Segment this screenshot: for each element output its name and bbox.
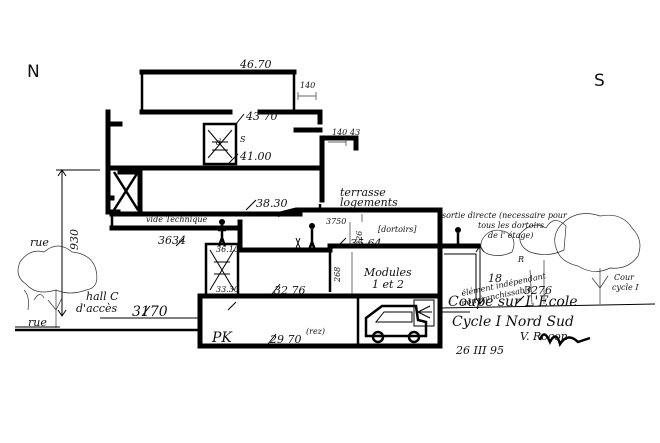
- ground-line: [15, 303, 656, 332]
- logements-label: logements: [340, 196, 398, 209]
- dortoirs-label: [dortoirs]: [378, 225, 417, 234]
- dim-3610-label: 36.10: [216, 245, 239, 254]
- rue-left-label: rue: [30, 236, 49, 249]
- dim-3750-label: 3750: [326, 217, 346, 226]
- dim-140b-label: 140: [332, 128, 347, 137]
- height-930-label: 930: [68, 229, 81, 250]
- dim-268-label: 268: [333, 267, 342, 283]
- sortie-label-1: sortie directe (necessaire pour: [442, 211, 568, 220]
- level-4370-label: 43 70: [245, 110, 278, 123]
- person-figure-icon: [217, 219, 461, 251]
- car-icon: [364, 304, 428, 344]
- level-arrow-icons: [141, 113, 525, 345]
- hall-label-2: d'accès: [76, 302, 117, 315]
- level-3276-label: 32 76: [274, 284, 306, 297]
- drawing-title-1: Coupe sur L'École: [448, 292, 578, 310]
- signature-mark: [538, 333, 591, 347]
- cour-label-2: cycle I: [612, 283, 639, 292]
- dim-226-label: 226: [355, 231, 364, 247]
- modules-label-2: 1 et 2: [372, 278, 404, 291]
- level-4100-label: 41.00: [239, 150, 272, 163]
- south-label: S: [594, 71, 605, 91]
- top-dimension-ticks: [297, 92, 363, 294]
- pk-label: PK: [211, 330, 233, 346]
- sortie-label-2: tous les dortoirs: [478, 221, 544, 230]
- terrasse-label: terrasse: [340, 186, 386, 199]
- rue-bottom-label: rue: [28, 316, 47, 329]
- dim-43-label: 43: [349, 128, 360, 137]
- height-18-label: 18: [488, 272, 502, 285]
- bushes-right-icon: [480, 220, 567, 305]
- signature-label: V. Rocon: [520, 330, 568, 343]
- level-3634-label: 3634: [158, 234, 186, 247]
- cour-label: Cour: [614, 273, 635, 282]
- north-label: N: [27, 62, 40, 82]
- dim-3330-label: 33.30: [216, 285, 239, 294]
- sortie-label-3: de l' étage): [488, 231, 533, 240]
- level-3170-label: 3170: [132, 304, 168, 320]
- level-top-label: 46.70: [239, 58, 272, 71]
- hall-label: hall C: [86, 290, 119, 303]
- letter-r-label: R: [517, 255, 524, 264]
- dim-140a-label: 140: [300, 81, 315, 90]
- tree-right-icon: [554, 213, 641, 304]
- building-section: [105, 69, 481, 349]
- level-3564-label: 35.64: [350, 237, 382, 250]
- exit-arrow-icon: [413, 299, 435, 327]
- letter-d-label: d: [216, 138, 221, 147]
- rez-label: (rez): [306, 327, 325, 336]
- level-3276-right-label: 3276: [524, 284, 552, 297]
- drawing-title-2: Cycle I Nord Sud: [452, 314, 574, 330]
- vide-technique-label: vide Technique: [146, 215, 208, 224]
- letter-s-label: S: [240, 135, 246, 144]
- date-label: 26 III 95: [455, 344, 504, 357]
- level-2970-label: 29 70: [269, 333, 302, 346]
- tree-left-icon: [17, 245, 98, 328]
- level-3830-label: 38.30: [256, 197, 288, 210]
- modules-label: Modules: [363, 266, 412, 279]
